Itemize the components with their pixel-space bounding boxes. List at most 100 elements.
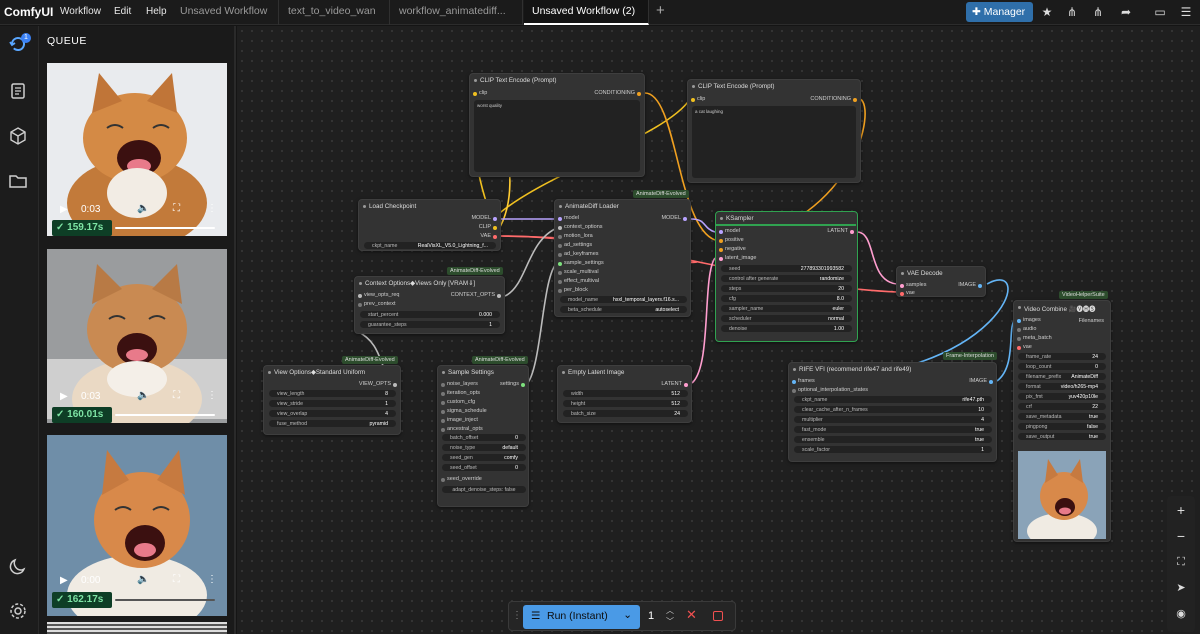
node-rife-vfi[interactable]: RIFE VFI (recommend rife47 and rife49) f… [788, 362, 997, 462]
node-clip-text-encode-negative[interactable]: CLIP Text Encode (Prompt) clip CONDITION… [469, 73, 645, 177]
mute-icon[interactable]: 🔈 [137, 203, 150, 214]
input-dot[interactable] [558, 280, 562, 284]
input-dot[interactable] [558, 289, 562, 293]
batch-count-input[interactable]: 1 [648, 610, 655, 622]
input-dot[interactable] [441, 428, 445, 432]
output-dot[interactable] [493, 235, 497, 239]
chevron-down-icon[interactable]: ⌄ [623, 609, 632, 621]
fullscreen-icon[interactable]: ⛶ [173, 574, 180, 585]
tab-workflow-3[interactable]: workflow_animatediff... [391, 0, 523, 25]
more-icon[interactable]: ⋮ [207, 390, 217, 401]
mute-icon[interactable]: 🔈 [137, 574, 150, 585]
node-clip-text-encode-positive[interactable]: CLIP Text Encode (Prompt) clip CONDITION… [687, 79, 861, 183]
video-progress-bar[interactable] [115, 414, 215, 416]
hand-icon-1[interactable]: ⋔ [1066, 5, 1078, 19]
zoom-out-icon[interactable]: − [1176, 528, 1186, 544]
stop-icon[interactable] [713, 611, 723, 621]
input-dot[interactable] [1017, 328, 1021, 332]
input-dot[interactable] [900, 284, 904, 288]
input-dot[interactable] [558, 235, 562, 239]
eye-icon[interactable]: ◉ [1176, 608, 1186, 620]
queue-item[interactable]: ▶ 0:00 🔈 ⛶ ⋮ ✓ 162.17s [47, 435, 227, 616]
play-icon[interactable]: ▶ [60, 391, 68, 402]
menu-icon[interactable]: ☰ [1180, 5, 1192, 19]
document-icon[interactable] [8, 81, 30, 103]
folder-icon[interactable] [8, 171, 30, 193]
input-dot[interactable] [558, 244, 562, 248]
menu-help[interactable]: Help [146, 6, 167, 17]
input-dot[interactable] [900, 292, 904, 296]
fullscreen-icon[interactable]: ⛶ [173, 390, 180, 401]
input-dot[interactable] [1017, 346, 1021, 350]
video-progress-bar[interactable] [115, 227, 215, 229]
tab-workflow-2[interactable]: text_to_video_wan [280, 0, 390, 25]
output-dot[interactable] [493, 217, 497, 221]
run-button[interactable]: ☰ Run (Instant) ⌄ [523, 605, 640, 629]
cube-icon[interactable] [8, 126, 30, 148]
menu-edit[interactable]: Edit [114, 6, 132, 17]
input-dot[interactable] [473, 92, 477, 96]
node-load-checkpoint[interactable]: Load Checkpoint MODEL CLIP VAE ckpt_name… [358, 199, 501, 251]
output-dot[interactable] [497, 294, 501, 298]
zoom-in-icon[interactable]: + [1176, 502, 1186, 518]
mute-icon[interactable]: 🔈 [137, 390, 150, 401]
widget-adapt-denoise[interactable]: adapt_denoise_steps: false [442, 486, 526, 493]
manager-button[interactable]: ✚ Manager [966, 2, 1033, 22]
queue-history-icon[interactable]: 1 [8, 33, 31, 57]
output-dot[interactable] [493, 226, 497, 230]
input-dot[interactable] [719, 239, 723, 243]
input-dot[interactable] [691, 98, 695, 102]
input-dot[interactable] [441, 478, 445, 482]
graph-canvas[interactable]: CLIP Text Encode (Prompt) clip CONDITION… [237, 26, 1200, 634]
output-dot[interactable] [521, 383, 525, 387]
star-icon[interactable]: ★ [1041, 5, 1053, 19]
input-dot[interactable] [719, 257, 723, 261]
more-icon[interactable]: ⋮ [207, 574, 217, 585]
input-dot[interactable] [719, 248, 723, 252]
input-dot[interactable] [358, 294, 362, 298]
moon-icon[interactable] [8, 556, 30, 578]
count-stepper-icon[interactable]: ︿﹀ [666, 606, 674, 626]
output-dot[interactable] [850, 230, 854, 234]
input-dot[interactable] [558, 271, 562, 275]
cancel-icon[interactable]: ✕ [686, 607, 697, 622]
node-view-options[interactable]: View Options◆Standard Uniform VIEW_OPTS … [263, 365, 401, 435]
new-tab-icon[interactable]: + [656, 2, 665, 19]
input-dot[interactable] [792, 389, 796, 393]
node-vae-decode[interactable]: VAE Decode samples vae IMAGE [896, 266, 986, 297]
gear-icon[interactable] [8, 601, 30, 623]
input-dot[interactable] [558, 226, 562, 230]
menu-workflow[interactable]: Workflow [60, 6, 101, 17]
